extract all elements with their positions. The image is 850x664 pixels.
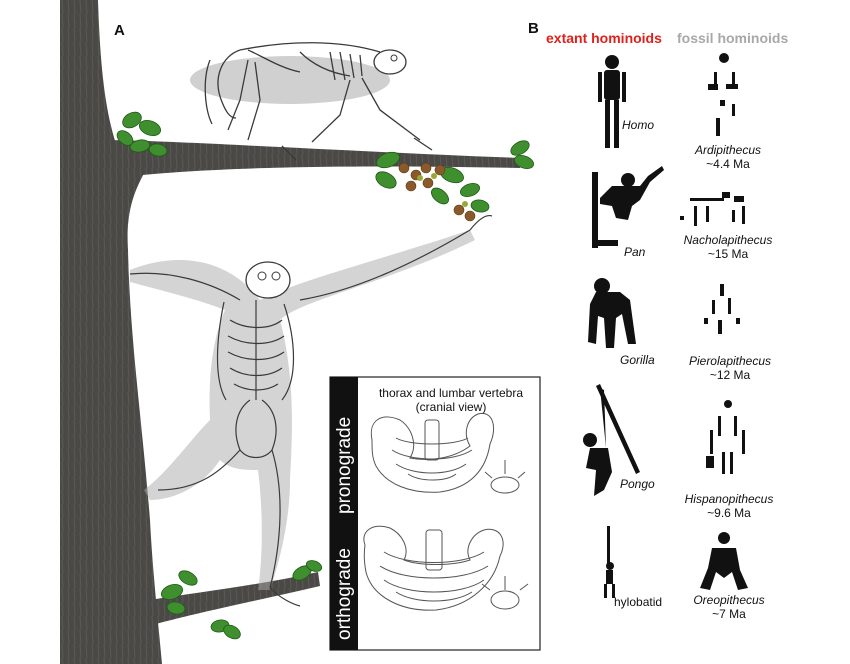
fossil-label-hispanopithecus: Hispanopithecus ~9.6 Ma [684,492,774,520]
leaf-cluster-lower [160,560,323,640]
extant-label-homo: Homo [622,118,655,132]
homo-silhouette [598,55,626,148]
panel-b-label: B [528,20,539,37]
ardipithecus-silhouette [708,53,738,136]
leaf-cluster-branch-tip [510,140,535,169]
leaf-cluster-upper-left [116,111,168,157]
extant-label-hylobatid: hylobatid [614,595,663,609]
extant-hominoids-header: extant hominoids [546,30,662,46]
pronograde-thorax-drawing [370,412,494,493]
pronograde-vertebra-drawing [484,460,526,494]
upper-branch [110,140,520,178]
fossil-silhouettes [680,53,748,590]
orthograde-vertebra-drawing [481,576,529,610]
pronograde-skeleton [190,42,433,161]
tree [60,0,520,664]
fossil-label-nacholapithecus: Nacholapithecus ~15 Ma [683,233,773,261]
inset-box [329,376,541,651]
nacholapithecus-silhouette [680,192,745,226]
oreopithecus-silhouette [700,532,748,590]
lower-branch [150,572,320,624]
orthograde-label: orthograde [334,548,355,640]
fossil-hominoids-header: fossil hominoids [677,30,789,46]
fossil-label-pierolapithecus: Pierolapithecus ~12 Ma [688,354,772,382]
panel-a-label: A [114,22,125,39]
extant-label-gorilla: Gorilla [620,353,655,367]
pan-silhouette [592,166,664,248]
pierolapithecus-silhouette [704,284,740,334]
inset-title: thorax and lumbar vertebra (cranial view… [378,386,524,414]
pronograde-label: pronograde [334,416,355,514]
fossil-label-oreopithecus: Oreopithecus ~7 Ma [693,593,765,621]
extant-label-pan: Pan [624,245,646,259]
orthograde-thorax-drawing [363,525,504,611]
hispanopithecus-silhouette [706,400,745,474]
tree-trunk [60,0,162,664]
hylobatid-silhouette [604,526,615,598]
gorilla-silhouette [588,278,636,348]
pongo-silhouette [583,384,640,496]
orthograde-skeleton [129,215,493,607]
fruit-cluster [375,151,490,222]
extant-label-pongo: Pongo [620,477,655,491]
extant-silhouettes [583,55,664,598]
fossil-label-ardipithecus: Ardipithecus ~4.4 Ma [694,143,762,171]
